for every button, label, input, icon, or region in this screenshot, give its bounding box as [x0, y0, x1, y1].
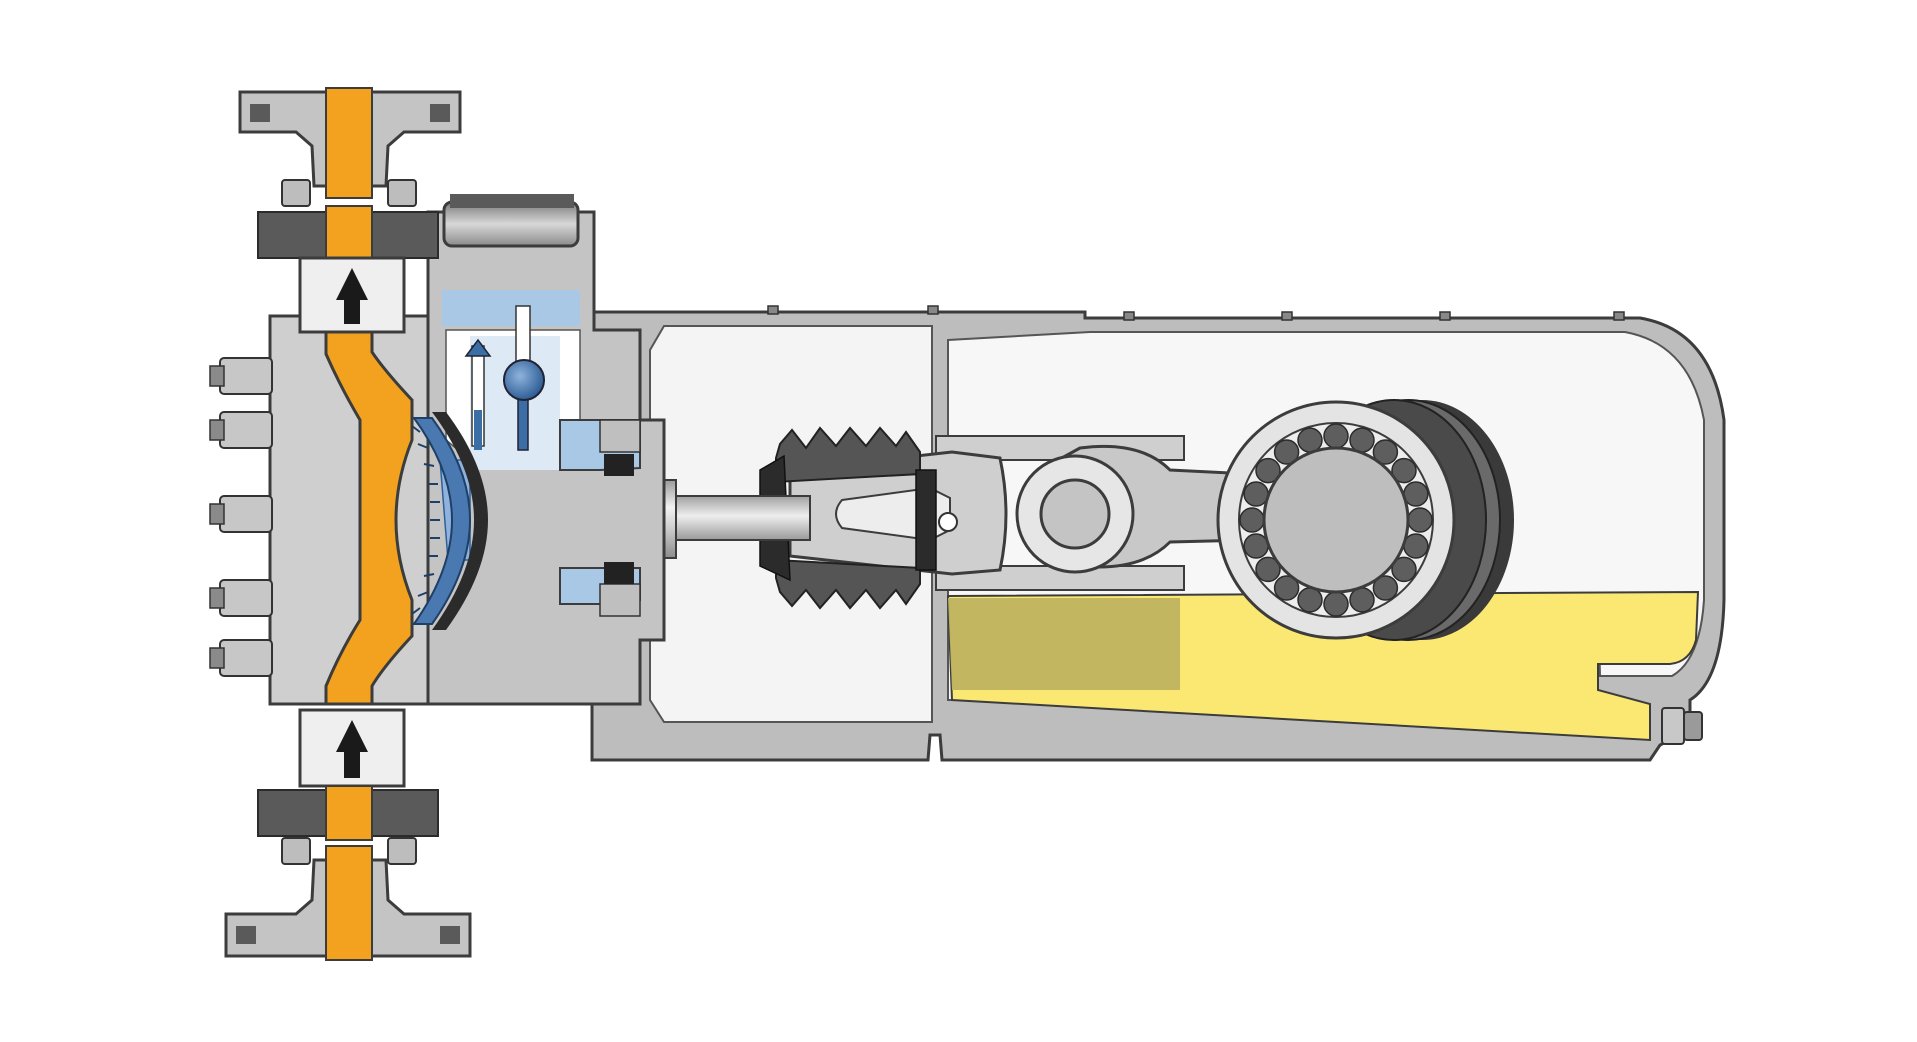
lube-oil-shadow	[948, 598, 1180, 690]
bearing-roller	[1255, 556, 1281, 583]
pump-head	[209, 314, 488, 706]
bearing-roller	[1391, 556, 1417, 583]
diaphragm	[412, 417, 472, 625]
suction-valve-arrow-icon	[336, 720, 368, 778]
head-bolt-3	[209, 495, 273, 533]
bearing-rollers	[1239, 423, 1433, 617]
bearing-roller	[1403, 481, 1429, 507]
bellows-seal	[759, 426, 937, 610]
bearing-roller	[1239, 507, 1265, 533]
bearing-roller	[1349, 427, 1375, 453]
bearing-roller	[1243, 533, 1269, 559]
bearing-roller	[1349, 587, 1375, 613]
valve-bolt-bottom-left	[281, 837, 311, 865]
valve-bolt-bottom-right	[387, 837, 417, 865]
valve-bolt-top-left	[281, 179, 311, 207]
head-bolt-2	[209, 411, 273, 449]
bearing-roller	[1273, 575, 1300, 601]
bearing-roller	[1323, 423, 1349, 449]
wrist-pin	[1039, 478, 1111, 550]
bearing-roller	[1403, 533, 1429, 559]
flange-bolt-bottom-right	[440, 926, 460, 944]
seal-gland-upper	[599, 419, 641, 453]
discharge-assembly	[238, 87, 462, 334]
suction-valve-channel	[325, 785, 373, 841]
diaphragm-backup-plate	[432, 412, 488, 630]
valve-bolt-top-right	[387, 179, 417, 207]
hydraulic-reservoir	[426, 194, 666, 706]
bearing-roller	[1297, 587, 1323, 613]
bearing-roller	[1372, 439, 1399, 465]
bearing-roller	[1297, 427, 1323, 453]
housing-top-bolts	[767, 305, 1625, 321]
roller-bearing	[1216, 399, 1514, 641]
suction-pipe-bottom	[325, 845, 373, 961]
head-bolt-1	[209, 357, 273, 395]
head-bolt-4	[209, 579, 273, 617]
head-bolt-5	[209, 639, 273, 677]
bearing-roller	[1273, 439, 1300, 465]
crank-journal	[1262, 446, 1410, 594]
relief-valve	[464, 305, 545, 451]
flange-bolt-top-left	[250, 104, 270, 122]
bellows-lower	[775, 558, 921, 610]
crosshead-pin	[938, 512, 958, 532]
discharge-valve-arrow-icon	[336, 268, 368, 324]
diaphragm-ridge	[411, 425, 440, 615]
bellows-clamp-right	[915, 469, 937, 571]
seal-ring-lower	[604, 562, 634, 584]
drain-plug	[1661, 707, 1685, 745]
bearing-roller	[1255, 457, 1281, 484]
bearing-roller	[1391, 457, 1417, 484]
bearing-roller	[1372, 575, 1399, 601]
bearing-roller	[1243, 481, 1269, 507]
drain-plug-nut	[1683, 711, 1703, 741]
plunger-rod	[669, 495, 811, 541]
bearing-roller	[1407, 507, 1433, 533]
bearing-roller	[1323, 591, 1349, 617]
seal-ring-upper	[604, 454, 634, 476]
discharge-valve-channel	[325, 205, 373, 261]
flange-bolt-bottom-left	[236, 926, 256, 944]
reservoir-oil-upper	[442, 290, 580, 326]
pump-head-bolts	[209, 357, 273, 677]
discharge-pipe-top	[325, 87, 373, 199]
suction-assembly	[224, 708, 472, 961]
seal-gland-lower	[599, 583, 641, 617]
reservoir-lid-cap	[450, 194, 574, 208]
flange-bolt-top-right	[430, 104, 450, 122]
bellows-upper	[775, 426, 921, 484]
reservoir-lid	[442, 200, 580, 248]
